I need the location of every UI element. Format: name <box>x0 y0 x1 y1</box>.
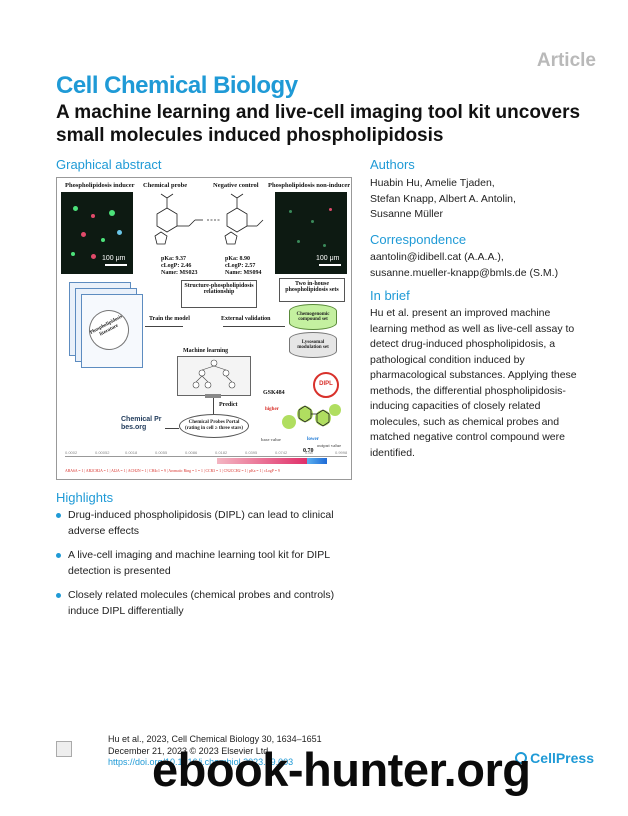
probes-portal: Chemical Probes Portal (rating in cell ≥… <box>179 414 249 438</box>
col-head-inducer: Phospholipidosis inducer <box>65 182 135 189</box>
higher-label: higher <box>265 407 279 412</box>
doi-link[interactable]: https://doi.org/10.1016/j.chembiol.2023.… <box>108 757 294 767</box>
bullet-icon <box>56 553 61 558</box>
axis-tick-label: 0.0086 <box>185 450 198 455</box>
probe-properties: pKa: 9.37 cLogP: 2.46 Name: MS023 <box>161 256 198 276</box>
chemogenomic-set: Chemogenomic compound set <box>289 304 337 330</box>
watermark: ebook-hunter.org <box>152 743 531 796</box>
col-head-non-inducer: Phospholipidosis non-inducer <box>268 182 351 189</box>
cellpress-logo: CellPress <box>515 750 594 766</box>
shap-features: ABA6A = 1 | AB2CH2A = 1 | AI2A = 1 | ACH… <box>65 469 280 473</box>
microscopy-image-non-inducer: 100 μm <box>275 192 347 274</box>
journal-name: Cell Chemical Biology <box>56 72 298 99</box>
axis-tick-label: 0.0002 <box>65 450 78 455</box>
shap-axis: 0.0002 0.00052 0.0018 0.0055 0.0086 0.0182 0.0… <box>57 450 351 456</box>
axis-tick-label: 0.9998 <box>335 450 348 455</box>
in-brief-text: Hu et al. present an improved machine le… <box>370 307 577 459</box>
output-value: 0.70 <box>303 448 314 454</box>
base-value-label: base value <box>261 437 281 442</box>
spr-box: Structure-phospholipidosis relationship <box>181 280 257 308</box>
check-for-updates-icon[interactable] <box>56 741 72 757</box>
col-head-probe: Chemical probe <box>143 182 188 189</box>
scale-bar-label: 100 μm <box>316 255 340 262</box>
graphical-abstract: Phospholipidosis inducer Chemical probe … <box>56 177 352 480</box>
highlight-item: Drug-induced phospholipidosis (DIPL) can… <box>56 508 356 539</box>
article-tag: Article <box>536 50 596 71</box>
gsk484-molecule <box>282 404 341 429</box>
axis-tick-label: 0.0395 <box>245 450 258 455</box>
highlight-item: A live-cell imaging and machine learning… <box>56 548 356 579</box>
in-brief-heading: In brief <box>370 288 410 303</box>
email-link[interactable]: susanne.mueller-knapp@bmls.de (S.M.) <box>370 266 559 279</box>
col-head-control: Negative control <box>213 182 259 189</box>
lysosomal-set: Lysosomal modulation set <box>289 332 337 358</box>
gsk-label: GSK484 <box>263 390 285 396</box>
scale-bar-label: 100 μm <box>102 255 126 262</box>
external-validation-label: External validation <box>221 316 271 322</box>
control-properties: pKa: 8.90 cLogP: 2.57 Name: MS094 <box>225 256 262 276</box>
molecule-structures <box>154 193 264 245</box>
email-link[interactable]: aantolin@idibell.cat (A.A.A.), <box>370 251 504 263</box>
highlight-item: Closely related molecules (chemical prob… <box>56 588 356 619</box>
microscopy-image-inducer: 100 μm <box>61 192 133 274</box>
axis-tick-label: 0.88 <box>305 450 313 455</box>
two-sets-box: Two in-house phospholipidosis sets <box>279 278 345 302</box>
lower-label: lower <box>307 437 319 442</box>
article-title: A machine learning and live-cell imaging… <box>56 102 581 146</box>
ml-label: Machine learning <box>183 348 229 354</box>
graphical-abstract-heading: Graphical abstract <box>56 157 162 172</box>
axis-tick-label: 0.0742 <box>275 450 288 455</box>
predict-label: Predict <box>219 402 238 408</box>
chemical-probes-logo: Chemical Pr bes.org <box>121 416 162 431</box>
no-dipl-sign: DIPL <box>313 372 339 398</box>
correspondence-emails: aantolin@idibell.cat (A.A.A.), susanne.m… <box>370 250 558 281</box>
ml-monitor <box>177 356 251 396</box>
axis-tick-label: 0.0182 <box>215 450 228 455</box>
correspondence-heading: Correspondence <box>370 232 467 247</box>
train-label: Train the model <box>149 316 190 322</box>
axis-tick-label: 0.00052 <box>95 450 110 455</box>
output-value-label: output value <box>317 443 342 448</box>
authors-heading: Authors <box>370 157 415 172</box>
citation-footer: Hu et al., 2023, Cell Chemical Biology 3… <box>108 734 322 767</box>
bullet-icon <box>56 513 61 518</box>
highlights-heading: Highlights <box>56 490 114 505</box>
authors-list: Huabin Hu, Amelie Tjaden, Stefan Knapp, … <box>370 177 516 220</box>
axis-tick-label: 0.0018 <box>125 450 138 455</box>
axis-tick-label: 0.0055 <box>155 450 168 455</box>
bullet-icon <box>56 593 61 598</box>
cellpress-icon <box>515 752 528 764</box>
